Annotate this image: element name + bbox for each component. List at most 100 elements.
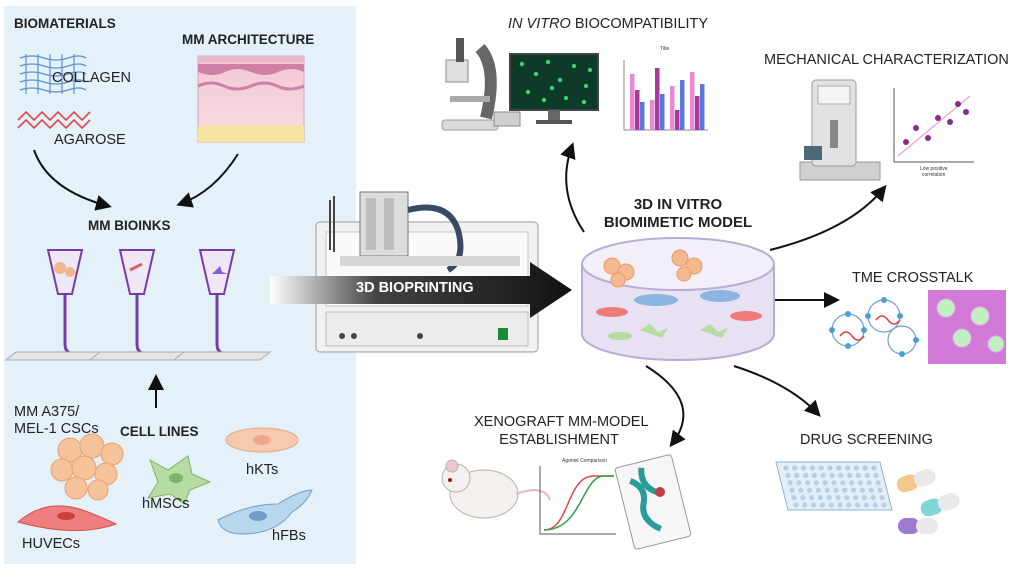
mini-bar xyxy=(655,68,660,130)
tme-tissue-icon xyxy=(928,290,1006,364)
arrow-to-mechanical xyxy=(769,184,887,251)
well xyxy=(833,487,839,493)
label-hmscs: hMSCs xyxy=(142,496,190,512)
well xyxy=(849,480,855,486)
scatter-point xyxy=(903,139,909,145)
mechanical-tester-icon xyxy=(799,79,881,181)
well xyxy=(857,480,864,486)
well xyxy=(828,502,834,508)
well xyxy=(801,465,807,471)
scatter-point xyxy=(925,135,931,141)
well xyxy=(871,465,877,471)
well xyxy=(853,465,860,471)
well xyxy=(861,495,868,501)
well xyxy=(819,502,826,508)
well xyxy=(879,495,885,501)
well xyxy=(877,487,883,493)
well xyxy=(847,472,853,478)
well xyxy=(805,480,811,486)
huvec-cell-icon xyxy=(16,505,118,532)
monitor-icon xyxy=(493,53,599,127)
curve-title: Agonist Comparison xyxy=(562,458,608,464)
label-model-1: 3D IN VITRO xyxy=(633,196,723,213)
well xyxy=(831,480,837,486)
histology-slide-icon xyxy=(614,454,692,550)
arrow-architecture-to-bioinks xyxy=(176,153,239,208)
well xyxy=(811,502,817,508)
tme-molecule-icon xyxy=(831,299,917,355)
mini-bar-chart-bars xyxy=(630,68,705,130)
scatter-point xyxy=(947,119,953,125)
well xyxy=(864,472,870,478)
well xyxy=(817,495,824,501)
well xyxy=(818,465,824,471)
arrow-to-xenograft xyxy=(645,365,686,448)
well xyxy=(796,480,802,486)
well xyxy=(838,472,844,478)
mini-bar xyxy=(675,110,680,130)
well xyxy=(845,465,851,471)
well xyxy=(842,487,848,493)
well xyxy=(809,465,816,471)
mini-bar xyxy=(640,102,645,130)
label-tme-crosstalk: TME CROSSTALK xyxy=(852,270,974,286)
tme-molecule-nodes xyxy=(829,297,919,357)
well xyxy=(789,487,795,493)
well xyxy=(809,495,815,501)
bioink-syringe-1 xyxy=(4,249,104,361)
mini-bar xyxy=(695,96,700,130)
arrow-to-biocompatibility xyxy=(560,142,585,233)
well xyxy=(792,465,798,471)
label-3d-bioprinting: 3D BIOPRINTING xyxy=(356,280,474,296)
label-mm-architecture: MM ARCHITECTURE xyxy=(182,32,315,47)
well xyxy=(835,495,841,501)
dose-response-plot xyxy=(539,466,616,535)
mini-bar xyxy=(670,86,675,130)
microscope-icon xyxy=(441,38,499,131)
scatter-point xyxy=(955,101,961,107)
label-drug-screening: DRUG SCREENING xyxy=(800,432,933,448)
scatter-point xyxy=(913,125,919,131)
well xyxy=(820,472,826,478)
hmsc-cell-icon xyxy=(146,455,212,505)
well xyxy=(824,487,830,493)
well xyxy=(837,502,843,508)
label-biomaterials: BIOMATERIALS xyxy=(14,16,116,31)
scatter-point xyxy=(935,115,941,121)
well xyxy=(826,495,832,501)
label-mm-cells-1: MM A375/ xyxy=(14,404,80,420)
mouse-icon xyxy=(441,459,551,519)
mini-bar-chart-title: Title xyxy=(660,46,670,52)
well xyxy=(870,495,876,501)
mini-bar xyxy=(650,100,655,130)
well xyxy=(800,495,806,501)
well xyxy=(863,502,870,508)
label-collagen: COLLAGEN xyxy=(52,70,131,86)
arrow-to-drug-screening xyxy=(733,365,821,417)
well xyxy=(840,480,846,486)
well xyxy=(793,502,799,508)
well xyxy=(829,472,835,478)
well xyxy=(851,487,857,493)
scatter-caption-1: Low positive xyxy=(920,166,948,172)
well xyxy=(875,480,881,486)
label-hkts: hKTs xyxy=(246,462,279,478)
label-biocompatibility: BIOCOMPATIBILITY xyxy=(570,16,709,32)
collagen-mesh-icon xyxy=(19,54,87,94)
well xyxy=(859,487,866,493)
label-huvecs: HUVECs xyxy=(22,536,81,552)
hkt-cell-icon xyxy=(225,427,299,453)
well xyxy=(811,472,818,478)
well xyxy=(866,480,872,486)
bioink-syringe-3 xyxy=(172,249,272,361)
scatter-caption-2: correlation xyxy=(922,172,946,178)
well xyxy=(783,465,789,471)
well xyxy=(815,487,822,493)
label-mechanical-characterization: MECHANICAL CHARACTERIZATION xyxy=(764,52,1009,68)
label-model-2: BIOMIMETIC MODEL xyxy=(603,214,753,231)
well xyxy=(813,480,820,486)
scatter-points xyxy=(903,101,969,145)
well xyxy=(798,487,804,493)
well-plate-wells xyxy=(783,465,887,508)
